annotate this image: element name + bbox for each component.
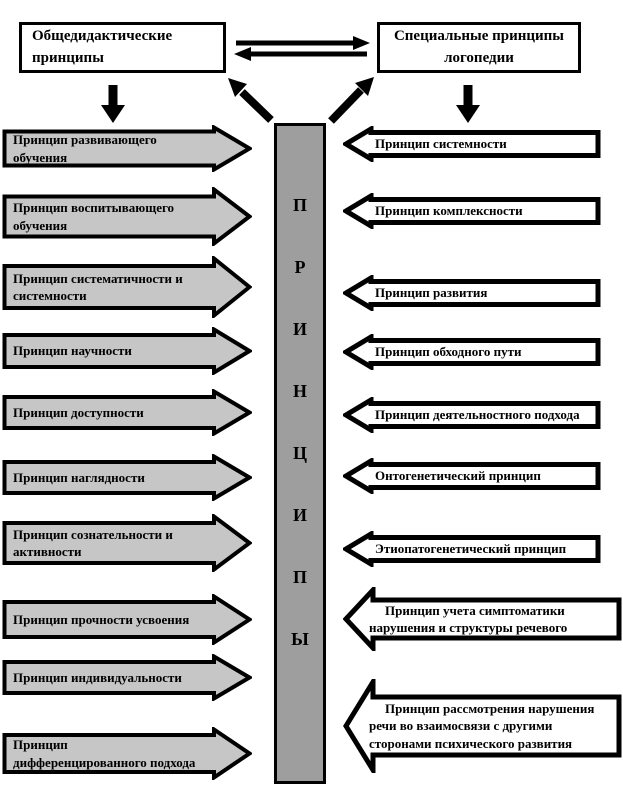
arrow-label: Принцип системности bbox=[375, 136, 507, 152]
column-letter: Ы bbox=[291, 629, 309, 649]
left-principle-arrow: Принцип прочности усвоения bbox=[2, 594, 252, 645]
right-principle-arrow: Принцип комплексности bbox=[343, 193, 601, 229]
column-letter: П bbox=[292, 195, 307, 215]
column-letter: И bbox=[292, 505, 307, 525]
arrow-label: Принцип дифференцированного подхода bbox=[13, 737, 196, 770]
double-arrow-right-icon bbox=[236, 36, 370, 50]
arrow-label: Принцип развивающего обучения bbox=[13, 132, 157, 165]
special-principles-box: Специальные принципы логопедии bbox=[377, 22, 581, 73]
left-principle-arrow: Принцип доступности bbox=[2, 389, 252, 436]
arrow-label: Принцип индивидуальности bbox=[13, 669, 182, 685]
left-principle-arrow: Принцип воспитывающего обучения bbox=[2, 187, 252, 246]
arrow-label: Принцип развития bbox=[375, 285, 488, 301]
right-principle-arrow: Принцип развития bbox=[343, 275, 601, 311]
arrow-label: Принцип научности bbox=[13, 343, 132, 359]
right-principle-arrow: Принцип обходного пути bbox=[343, 334, 601, 370]
arrow-label: Принцип обходного пути bbox=[375, 344, 522, 360]
column-letter: Р bbox=[294, 257, 306, 277]
arrow-label: Принцип сознательности и активности bbox=[13, 526, 173, 559]
right-principle-arrow: Этиопатогенетический принцип bbox=[343, 531, 601, 567]
principles-column: П Р И Н Ц И П Ы bbox=[274, 123, 326, 784]
arrow-label: Принцип деятельностного подхода bbox=[375, 407, 580, 423]
right-principle-arrow: Принцип деятельностного подхода bbox=[343, 397, 601, 433]
arrow-label: Принцип прочности усвоения bbox=[13, 611, 190, 627]
general-principles-label: Общедидактические принципы bbox=[32, 27, 173, 66]
left-principle-arrow: Принцип наглядности bbox=[2, 454, 252, 501]
arrow-label: Принцип доступности bbox=[13, 404, 144, 420]
arrow-label: Принцип воспитывающего обучения bbox=[13, 200, 175, 233]
arrow-label: Этиопатогенетический принцип bbox=[375, 541, 567, 557]
left-principle-arrow: Принцип сознательности и активности bbox=[2, 514, 252, 572]
right-principle-arrow: Принцип учета симптоматики нарушения и с… bbox=[343, 587, 622, 651]
arrow-label: Принцип наглядности bbox=[13, 469, 145, 485]
left-principle-arrow: Принцип развивающего обучения bbox=[2, 125, 252, 172]
column-letter: П bbox=[292, 567, 307, 587]
column-letter: И bbox=[292, 319, 307, 339]
left-principle-arrow: Принцип систематичности и системности bbox=[2, 256, 252, 318]
down-arrow-left-icon bbox=[101, 85, 125, 123]
right-principle-arrow: Принцип рассмотрения нарушения речи во в… bbox=[343, 679, 622, 773]
diagonal-arrow-up-right-icon bbox=[328, 77, 374, 124]
arrow-label: Принцип рассмотрения нарушения речи во в… bbox=[369, 701, 595, 751]
right-principle-arrow: Принцип системности bbox=[343, 126, 601, 162]
arrow-label: Принцип учета симптоматики нарушения и с… bbox=[369, 602, 568, 635]
left-principle-arrow: Принцип научности bbox=[2, 327, 252, 375]
arrow-label: Принцип комплексности bbox=[375, 203, 523, 219]
column-letter: Н bbox=[292, 381, 307, 401]
arrow-label: Онтогенетический принцип bbox=[375, 468, 541, 484]
right-principle-arrow: Онтогенетический принцип bbox=[343, 458, 601, 494]
left-principle-arrow: Принцип дифференцированного подхода bbox=[2, 727, 252, 780]
general-principles-box: Общедидактические принципы bbox=[19, 22, 226, 73]
special-principles-label: Специальные принципы логопедии bbox=[393, 27, 565, 66]
down-arrow-right-icon bbox=[456, 85, 480, 123]
diagonal-arrow-up-left-icon bbox=[228, 78, 274, 123]
arrow-label: Принцип систематичности и системности bbox=[13, 270, 183, 303]
double-arrow-left-icon bbox=[234, 47, 367, 61]
left-principle-arrow: Принцип индивидуальности bbox=[2, 654, 252, 701]
column-letter: Ц bbox=[292, 443, 307, 463]
